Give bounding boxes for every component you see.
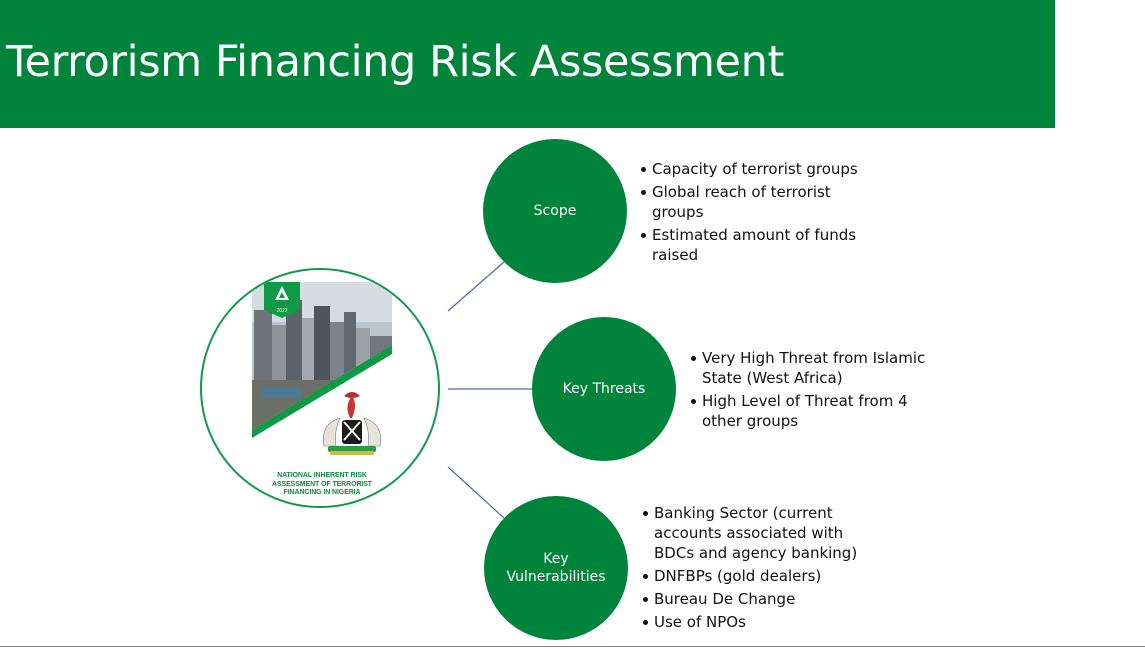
key-threats-bullet-list: Very High Threat from Islamic State (Wes…	[691, 348, 926, 434]
list-item: Use of NPOs	[643, 612, 873, 632]
connector-scope	[447, 261, 505, 312]
page-title: Terrorism Financing Risk Assessment	[6, 37, 784, 87]
bottom-divider	[0, 646, 1145, 647]
list-item: Estimated amount of funds raised	[641, 225, 876, 265]
scope-bullet-list: Capacity of terrorist groups Global reac…	[641, 159, 876, 268]
key-vulnerabilities-label: Key Vulnerabilities	[496, 550, 616, 586]
key-vulnerabilities-bullet-list: Banking Sector (current accounts associa…	[643, 503, 873, 635]
key-vulnerabilities-node: Key Vulnerabilities	[484, 496, 628, 640]
list-item: Very High Threat from Islamic State (Wes…	[691, 348, 926, 388]
list-item: Global reach of terrorist groups	[641, 182, 876, 222]
report-cover-circle: 2022 NATIONAL INHERENT RISK ASSESSMENT O…	[200, 268, 440, 508]
key-vulnerabilities-label-line2: Vulnerabilities	[506, 569, 606, 585]
list-item: Capacity of terrorist groups	[641, 159, 876, 179]
key-vulnerabilities-label-line1: Key	[543, 551, 569, 567]
scope-node: Scope	[483, 139, 627, 283]
list-item: High Level of Threat from 4 other groups	[691, 391, 926, 431]
key-threats-label: Key Threats	[562, 381, 646, 397]
title-bar: Terrorism Financing Risk Assessment	[0, 0, 1055, 128]
list-item: Bureau De Change	[643, 589, 873, 609]
cover-caption: NATIONAL INHERENT RISK ASSESSMENT OF TER…	[272, 472, 372, 496]
list-item: DNFBPs (gold dealers)	[643, 566, 873, 586]
scope-label: Scope	[533, 203, 577, 219]
cover-year: 2022	[276, 308, 287, 314]
key-threats-node: Key Threats	[532, 317, 676, 461]
list-item: Banking Sector (current accounts associa…	[643, 503, 873, 563]
coat-of-arms-icon	[323, 392, 381, 455]
report-cover-image: 2022	[252, 282, 392, 455]
connector-vulnerabilities	[447, 466, 505, 519]
